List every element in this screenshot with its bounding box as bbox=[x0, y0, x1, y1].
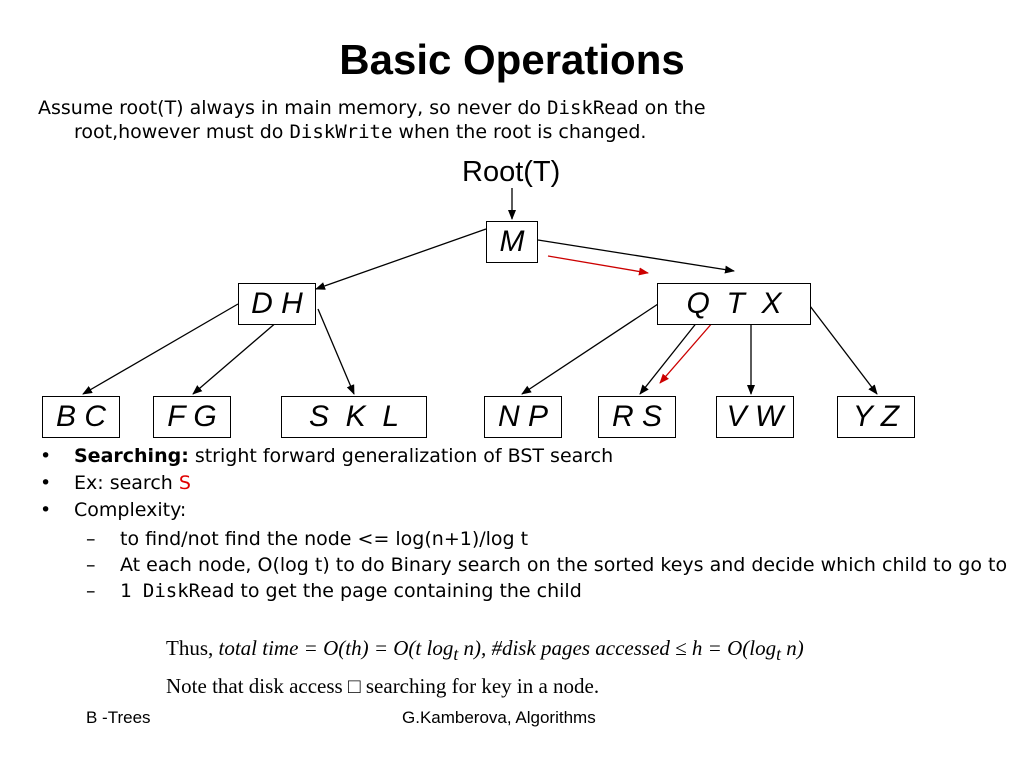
example-text: Ex: search bbox=[74, 472, 179, 494]
searching-label: Searching: bbox=[74, 445, 189, 467]
sub-bullet-depth-text: to find/not find the node <= log(n+1)/lo… bbox=[120, 528, 529, 550]
tree-leaf-fg: F G bbox=[153, 396, 231, 438]
complexity-label: Complexity: bbox=[74, 499, 187, 521]
tree-leaf-np: N P bbox=[484, 396, 562, 438]
formula-mid: n), #disk pages accessed ≤ h = O(log bbox=[458, 636, 777, 660]
root-label: Root(T) bbox=[462, 156, 561, 188]
edge-dh-bc bbox=[82, 303, 239, 395]
intro-line1-a: Assume root(T) always in main memory, so… bbox=[38, 97, 548, 119]
edge-qtx-np bbox=[521, 303, 659, 395]
tree-node-dh: D H bbox=[238, 283, 316, 325]
intro-text: Assume root(T) always in main memory, so… bbox=[38, 96, 706, 144]
edge-qtx-rs bbox=[639, 320, 699, 395]
intro-line2-b: when the root is changed. bbox=[392, 121, 647, 143]
sub-bullet-diskread: –1 DiskRead to get the page containing t… bbox=[86, 580, 582, 602]
bullet-complexity: •Complexity: bbox=[40, 499, 187, 521]
footer-left: B -Trees bbox=[86, 708, 151, 727]
formula-thus: Thus, bbox=[166, 636, 219, 660]
sub-bullet-binary-search: –At each node, O(log t) to do Binary sea… bbox=[86, 554, 1008, 576]
formula-body: total time = O(th) = O(t log bbox=[218, 636, 454, 660]
search-path-arrow-2 bbox=[659, 313, 721, 384]
tree-leaf-bc: B C bbox=[42, 396, 120, 438]
searching-text: stright forward generalization of BST se… bbox=[188, 445, 614, 467]
formula-sub-t2: t bbox=[776, 644, 781, 665]
sub-bullet-diskread-text: to get the page containing the child bbox=[234, 580, 582, 602]
formula-end: n) bbox=[780, 636, 804, 660]
edge-qtx-yz bbox=[809, 305, 878, 395]
tree-leaf-skl: S K L bbox=[281, 396, 427, 438]
edge-m-dh bbox=[315, 228, 487, 290]
search-path-arrow-1 bbox=[547, 255, 649, 276]
bullet-list: •Searching: stright forward generalizati… bbox=[40, 443, 1007, 602]
bullet-searching: •Searching: stright forward generalizati… bbox=[40, 445, 614, 467]
intro-diskwrite-code: DiskWrite bbox=[289, 121, 393, 143]
complexity-formula: Thus, total time = O(th) = O(t logt n), … bbox=[166, 636, 804, 665]
edge-m-qtx bbox=[537, 239, 735, 274]
footer-right: G.Kamberova, Algorithms bbox=[402, 708, 596, 727]
edge-dh-skl bbox=[317, 308, 355, 395]
example-key: S bbox=[178, 472, 191, 494]
tree-node-qtx: Q T X bbox=[657, 283, 811, 325]
slide-title: Basic Operations bbox=[339, 36, 685, 83]
note-text: Note that disk access □ searching for ke… bbox=[166, 674, 600, 698]
tree-node-root: M bbox=[486, 221, 538, 263]
tree-leaf-vw: V W bbox=[716, 396, 794, 438]
sub-bullet-binary-search-text: At each node, O(log t) to do Binary sear… bbox=[120, 554, 1008, 576]
bullet-example: •Ex: search S bbox=[40, 472, 191, 494]
tree-leaf-rs: R S bbox=[598, 396, 676, 438]
intro-diskread-code: DiskRead bbox=[547, 97, 639, 119]
formula-sub-t: t bbox=[453, 644, 459, 665]
intro-line1-b: on the bbox=[638, 97, 706, 119]
sub-bullet-depth: – to find/not find the node <= log(n+1)/… bbox=[86, 528, 529, 550]
edge-dh-fg bbox=[192, 320, 279, 395]
intro-line2-a: root,however must do bbox=[74, 121, 290, 143]
tree-leaf-yz: Y Z bbox=[837, 396, 915, 438]
sub-bullet-diskread-code: 1 DiskRead bbox=[120, 580, 235, 602]
